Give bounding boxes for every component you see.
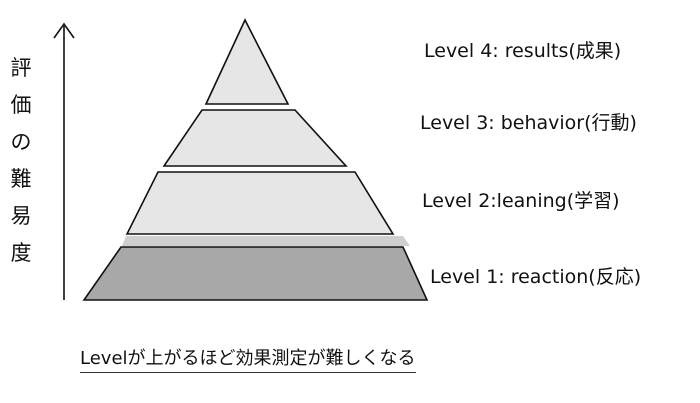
pyramid-tier-level-4	[204, 18, 290, 105]
axis-label-char: 難	[10, 167, 32, 191]
axis-label-char: 易	[10, 204, 32, 228]
difficulty-axis-arrowhead	[53, 22, 75, 39]
axis-label-char: 価	[10, 93, 32, 117]
level-2-label: Level 2:leaning(学習)	[422, 190, 620, 212]
level-3-label: Level 3: behavior(行動)	[420, 112, 637, 134]
level-1-label: Level 1: reaction(反応)	[430, 266, 642, 288]
pyramid-tier-level-2	[125, 171, 395, 235]
axis-label-char: 度	[10, 241, 32, 265]
axis-label-char: の	[10, 130, 32, 154]
pyramid-tier-level-1	[82, 246, 429, 301]
level-1-shadow	[122, 236, 410, 246]
diagram-caption: Levelが上がるほど効果測定が難しくなる	[80, 344, 416, 373]
level-4-label: Level 4: results(成果)	[424, 40, 622, 62]
difficulty-axis-label: 評 価 の 難 易 度	[6, 50, 36, 272]
axis-label-char: 評	[10, 56, 32, 80]
pyramid-tier-level-3	[162, 109, 348, 167]
